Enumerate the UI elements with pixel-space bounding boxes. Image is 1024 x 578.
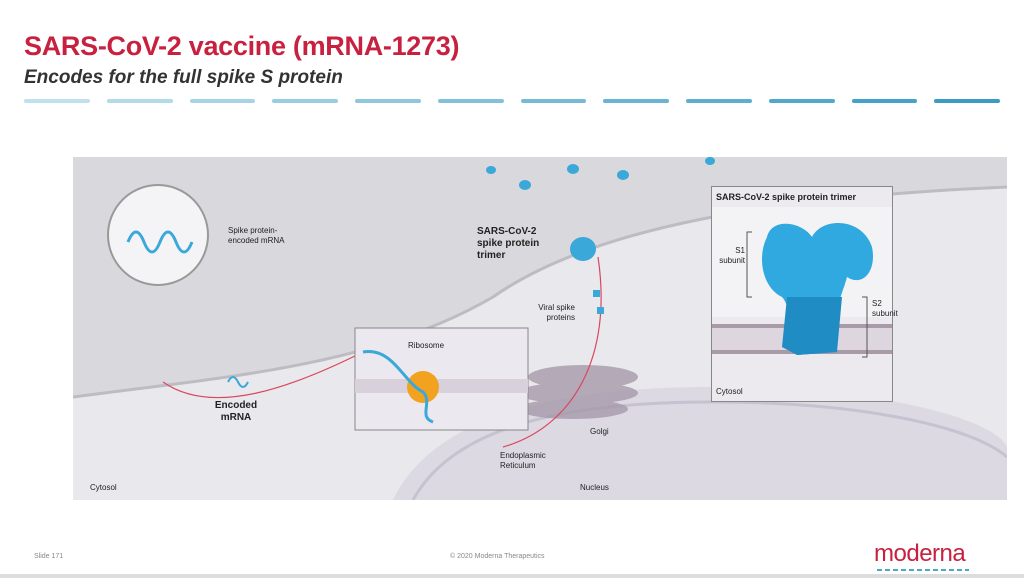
golgi-label: Golgi <box>590 427 609 436</box>
dash-segment <box>768 99 835 103</box>
dash-segment <box>686 99 752 103</box>
dash-segment <box>24 99 90 103</box>
slide-number: Slide 171 <box>34 553 64 560</box>
viral-spike-label: Viral spike proteins <box>538 303 575 322</box>
moderna-logo: moderna <box>874 540 966 567</box>
bottom-bar <box>0 574 1024 578</box>
encoded-mrna-label: Encoded mRNA <box>214 400 258 423</box>
nucleus-label: Nucleus <box>580 483 609 492</box>
logo-dash-decoration <box>877 569 969 571</box>
dash-segment <box>106 99 173 103</box>
slide-title: SARS-CoV-2 vaccine (mRNA-1273) <box>24 31 460 61</box>
mrna-label: Spike protein-encoded mRNA <box>228 226 285 245</box>
s1-subunit-label: S1 subunit <box>719 246 745 265</box>
dash-segment <box>189 99 256 103</box>
spike-trimer-illustration <box>712 207 892 358</box>
trimer-label: SARS-CoV-2 spike protein trimer <box>477 226 540 261</box>
decorative-dash-line <box>24 99 1000 103</box>
inset-cytosol-label: Cytosol <box>716 387 743 396</box>
s2-subunit-label: S2 subunit <box>872 299 898 318</box>
dash-segment <box>603 99 669 103</box>
slide-subtitle: Encodes for the full spike S protein <box>24 67 343 88</box>
er-label: Endoplasmic Reticulum <box>500 451 546 470</box>
spike-trimer-inset: SARS-CoV-2 spike protein trimer S1 subun… <box>711 186 898 402</box>
dash-segment <box>437 99 504 103</box>
inset-title: SARS-CoV-2 spike protein trimer <box>716 192 857 202</box>
dash-segment <box>520 99 587 103</box>
copyright: © 2020 Moderna Therapeutics <box>450 553 545 560</box>
ribosome-label: Ribosome <box>408 341 445 350</box>
dash-segment <box>272 99 338 103</box>
dash-segment <box>934 99 1000 103</box>
dash-segment <box>355 99 421 103</box>
dash-segment <box>851 99 918 103</box>
cytosol-label: Cytosol <box>90 483 117 492</box>
